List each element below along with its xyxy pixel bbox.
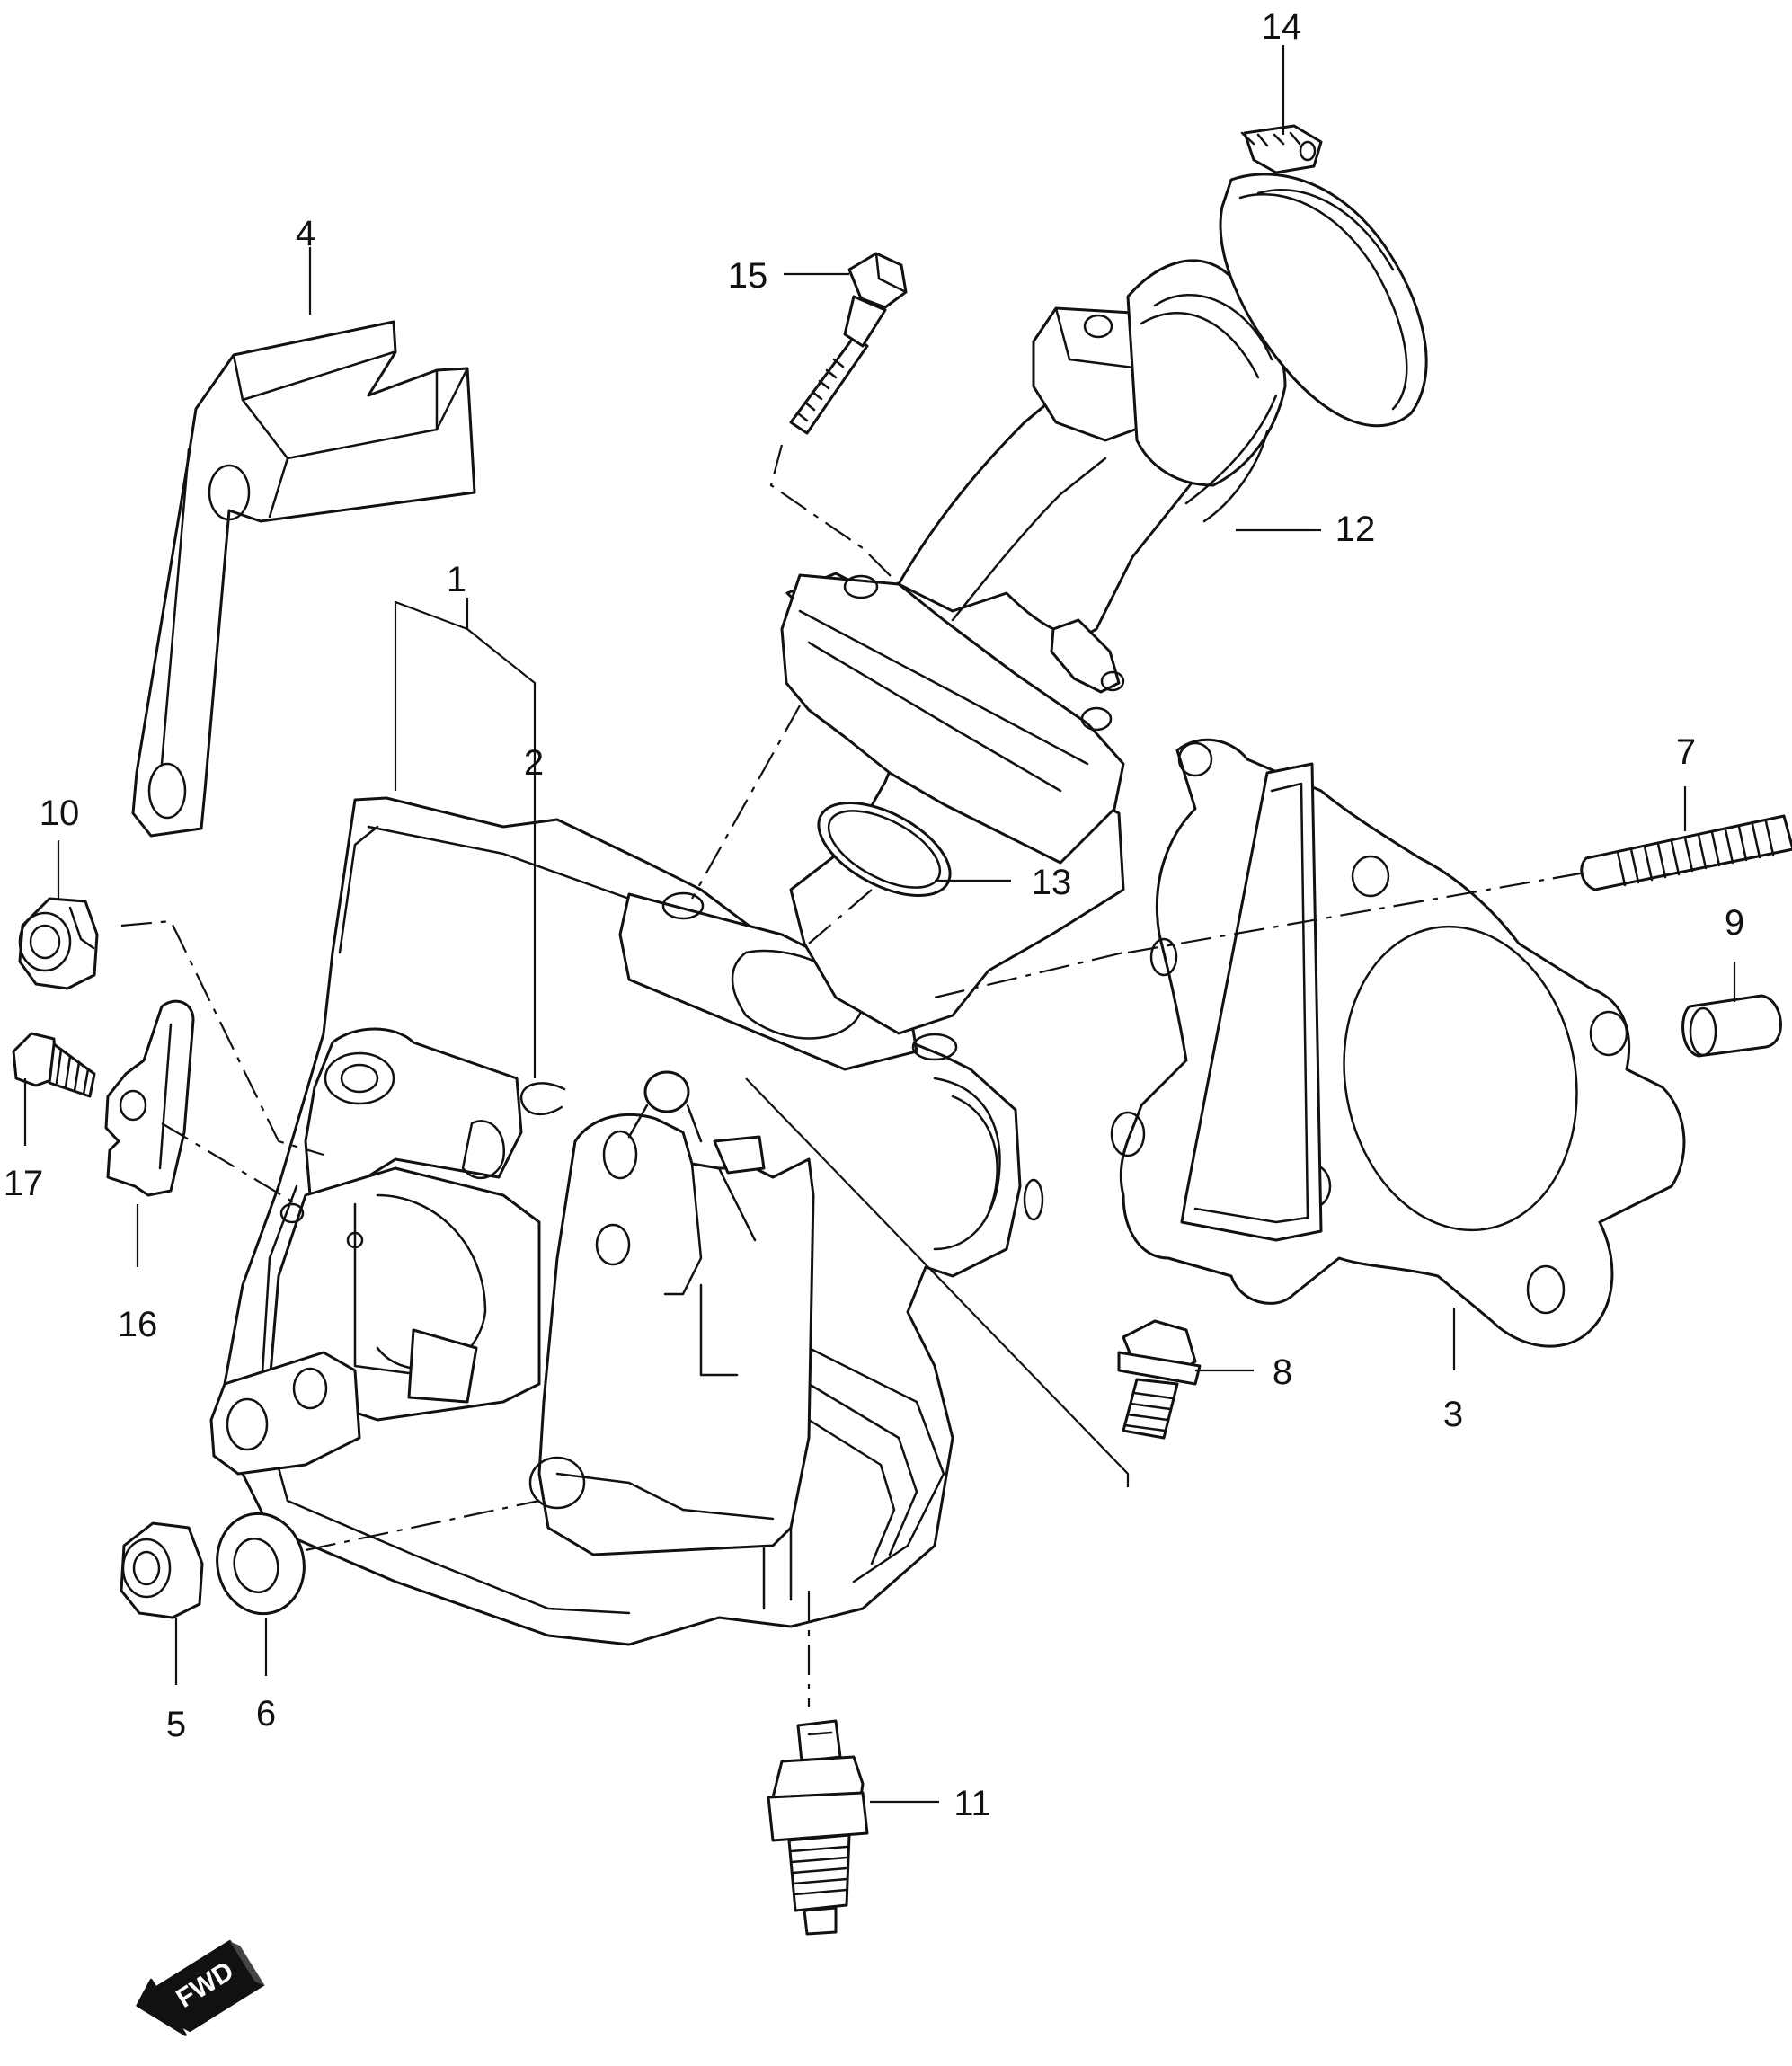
callout-1: 1 (447, 560, 466, 599)
part-13-o-ring (817, 801, 952, 898)
callout-13: 13 (1032, 863, 1072, 902)
callout-16: 16 (118, 1305, 158, 1344)
part-7-stud (1580, 814, 1792, 891)
callout-5: 5 (166, 1705, 186, 1744)
part-17-screw (12, 1032, 96, 1098)
part-1-cylinder-head (209, 796, 1044, 1646)
callout-12: 12 (1335, 510, 1376, 549)
callout-4: 4 (296, 214, 315, 253)
part-15-bolt (789, 252, 908, 435)
callout-8: 8 (1273, 1352, 1292, 1392)
part-10-nut (18, 897, 99, 990)
callout-3: 3 (1443, 1395, 1463, 1434)
callout-labels: 1 2 3 4 5 6 7 8 9 10 11 12 13 14 15 16 1… (4, 7, 1744, 1823)
part-12-intake-pipe (780, 259, 1287, 1035)
fwd-arrow-icon: FWD (136, 1939, 265, 2036)
part-14-hose-clamp (1219, 124, 1428, 428)
part-4-bracket (131, 320, 476, 838)
part-5-nut (120, 1521, 204, 1619)
callout-10: 10 (40, 794, 80, 833)
part-11-spark-plug (767, 1719, 869, 1936)
assembly-lines (120, 444, 1592, 1707)
part-16-lock-plate (104, 999, 195, 1197)
part-2-clip (519, 1082, 566, 1116)
callout-2: 2 (524, 743, 544, 783)
part-9-dowel (1681, 994, 1782, 1058)
part-6-washer (216, 1512, 306, 1616)
callout-6: 6 (256, 1694, 276, 1733)
callout-7: 7 (1676, 732, 1696, 772)
part-3-gasket (1110, 738, 1686, 1348)
callout-14: 14 (1262, 7, 1302, 47)
callout-11: 11 (954, 1784, 991, 1823)
callout-17: 17 (4, 1164, 44, 1203)
leader-lines (23, 45, 1736, 1804)
callout-9: 9 (1725, 903, 1744, 943)
callout-15: 15 (728, 256, 768, 296)
part-8-bolt (1117, 1319, 1202, 1440)
